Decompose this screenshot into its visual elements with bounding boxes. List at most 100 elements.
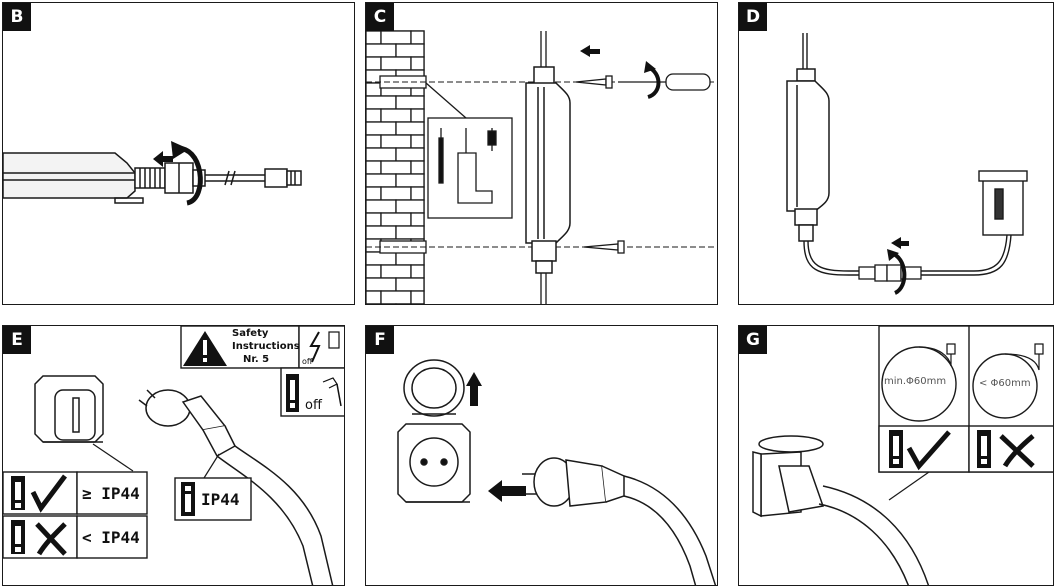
brick: [395, 251, 425, 266]
wall-socket: [34, 375, 104, 443]
brick: [366, 186, 382, 201]
power-cable: [623, 475, 717, 585]
cross-icon: [35, 522, 67, 556]
info-icon: [181, 482, 195, 516]
brick: [395, 173, 425, 188]
panel-c-letter: C: [366, 3, 394, 31]
brick: [395, 121, 425, 136]
power-cable: [822, 485, 930, 585]
brick: [366, 238, 382, 253]
brick: [395, 43, 425, 58]
ge-ip44-label: ≥ IP44: [82, 484, 140, 503]
screw-bottom: [583, 240, 625, 254]
off-small-label: off: [302, 357, 313, 366]
small-diameter-label: < Φ60mm: [979, 378, 1031, 389]
ip-label-ge-box: [76, 471, 148, 515]
panel-d-illustration: [786, 33, 1028, 295]
brick: [366, 121, 397, 136]
screw-top: [575, 75, 613, 89]
check-icon: [30, 474, 67, 513]
brick: [395, 225, 425, 240]
cable-plug: [264, 168, 288, 188]
panel-c-illustration: [366, 30, 716, 304]
exclaim-ok-icon: [11, 476, 25, 510]
panel-f-letter: F: [366, 326, 394, 354]
cross-icon: [999, 434, 1035, 468]
brick: [380, 160, 412, 175]
exclaim-icon: [286, 374, 299, 412]
brick: [380, 134, 412, 149]
brick: [410, 160, 425, 175]
socket-lid: [403, 359, 465, 417]
power-box: [786, 68, 830, 242]
panel-d-letter: D: [739, 3, 767, 31]
brick: [366, 199, 397, 214]
off-large-label: off: [305, 398, 322, 413]
panel-g-letter: G: [739, 326, 767, 354]
brick: [366, 56, 382, 71]
brick: [366, 277, 397, 292]
brick: [410, 30, 425, 45]
min-diameter-label: min.Φ60mm: [884, 376, 947, 387]
brick: [395, 95, 425, 110]
brick: [366, 160, 382, 175]
panel-d: D: [738, 2, 1054, 305]
brick: [410, 290, 425, 304]
power-box: [525, 66, 571, 274]
open-socket: [397, 423, 471, 503]
brick: [366, 251, 397, 266]
connection-cable: [803, 240, 859, 276]
exclaim-ok-icon: [889, 430, 903, 468]
panel-g-illustration: [752, 326, 1053, 585]
power-cable: [216, 455, 314, 585]
brick: [410, 108, 425, 123]
brick: [366, 134, 382, 149]
brick: [410, 56, 425, 71]
up-arrow-icon: [470, 384, 478, 406]
panel-b: B: [2, 2, 355, 305]
panel-e-letter: E: [3, 326, 31, 354]
brick-wall: [366, 30, 425, 304]
brick: [366, 43, 397, 58]
safety-label-line1: Safety: [232, 328, 269, 339]
brick: [380, 108, 412, 123]
brick: [366, 30, 382, 45]
brick: [395, 303, 425, 304]
brick: [366, 82, 382, 97]
brick: [410, 212, 425, 227]
exclaim-no-icon: [977, 430, 991, 468]
panel-f: F: [365, 325, 718, 586]
panel-e: E: [2, 325, 345, 586]
power-plug: [522, 457, 625, 507]
brick: [395, 147, 425, 162]
brick: [380, 56, 412, 71]
brick: [410, 134, 425, 149]
screwdriver-icon: [618, 73, 711, 91]
brick: [395, 199, 425, 214]
brick: [366, 173, 397, 188]
brick: [366, 108, 382, 123]
panel-f-illustration: [397, 359, 717, 585]
panel-b-illustration: [3, 141, 302, 206]
socket-with-plug: [752, 435, 824, 518]
brick: [380, 212, 412, 227]
brick: [366, 95, 397, 110]
brick: [380, 30, 412, 45]
brick: [366, 303, 397, 304]
brick: [380, 186, 412, 201]
check-icon: [906, 430, 951, 471]
brick: [366, 290, 382, 304]
safety-label-line2: Instructions: [232, 341, 300, 352]
brick: [366, 212, 382, 227]
brick: [380, 290, 412, 304]
outdoor-socket: [978, 170, 1028, 236]
lightning-icon: [309, 331, 321, 363]
panel-c: C: [365, 2, 718, 305]
exclaim-no-icon: [11, 520, 25, 554]
warning-triangle-icon: [183, 331, 227, 366]
lamp-housing: [3, 152, 136, 199]
brick: [366, 264, 382, 279]
power-plug: [138, 389, 236, 458]
lt-ip44-label: < IP44: [82, 528, 140, 547]
panel-g: G: [738, 325, 1054, 586]
